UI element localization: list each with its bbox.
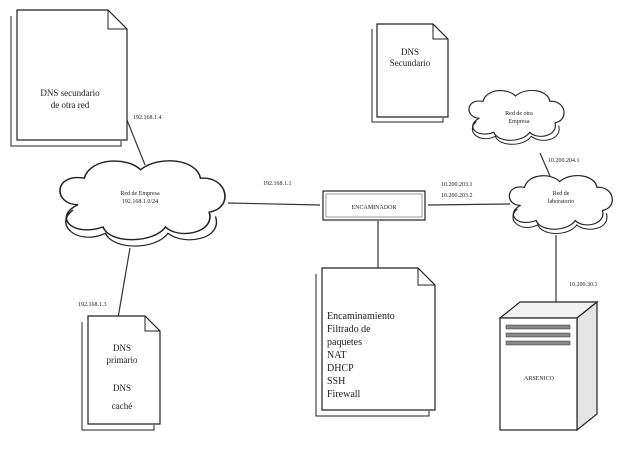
router-label: ENCAMINADOR: [352, 205, 397, 211]
ip-label-router-lab-2: 10.200.203.2: [441, 193, 473, 199]
service-firewall: Firewall: [327, 389, 361, 400]
router-services-document: Encaminamiento Filtrado de paquetes NAT …: [315, 267, 436, 417]
dns-secondary-other-line-2: de otra red: [51, 100, 90, 110]
cloud-other-company-line-1: Red de otra: [505, 111, 533, 117]
link-dns-secondary-company: [126, 119, 146, 166]
ip-label-router-company: 192.168.1.1: [263, 181, 292, 187]
ip-label-dns-primary: 192.168.1.3: [78, 302, 107, 308]
service-dhcp: DHCP: [327, 363, 354, 374]
dns-primary-document: DNS primario DNS caché: [81, 315, 161, 431]
cloud-lab-line-2: laboratorio: [548, 199, 574, 205]
ip-label-router-lab-1: 10.200.203.1: [441, 182, 473, 188]
dns-secondary-other-line-1: DNS secundario: [40, 88, 100, 98]
dns-primary-line-1: DNS: [113, 343, 131, 353]
cloud-company-line-1: Red de Empresa: [120, 191, 160, 197]
cloud-company: [59, 160, 226, 247]
server-tower-icon: ARSENICO: [498, 300, 599, 432]
link-company-dns-primary: [117, 247, 131, 319]
cloud-other-company-line-2: Empresa: [509, 119, 530, 125]
server-label: ARSENICO: [524, 376, 555, 382]
dns-cache-line-1: DNS: [113, 383, 131, 393]
cloud-company-line-2: 192.168.1.0/24: [122, 199, 158, 205]
cloud-lab: [508, 175, 613, 234]
link-router-lab: [427, 203, 511, 206]
dns-secondary-line-2: Secundario: [390, 58, 431, 68]
service-packet-filtering-2: paquetes: [327, 337, 362, 348]
service-routing: Encaminamiento: [327, 311, 395, 322]
ip-label-lab-other: 10.200.204.1: [548, 158, 580, 164]
service-ssh: SSH: [327, 376, 345, 387]
dns-cache-line-2: caché: [112, 401, 132, 411]
ip-label-server: 10.200.30.1: [569, 282, 598, 288]
dns-secondary-other-network-document: DNS secundario de otra red: [10, 9, 128, 147]
service-nat: NAT: [327, 350, 346, 361]
connectors: [117, 119, 557, 319]
cloud-other-company: [468, 89, 565, 145]
dns-primary-line-2: primario: [107, 355, 138, 365]
cloud-lab-line-1: Red de: [553, 191, 570, 197]
dns-secondary-document: DNS Secundario: [371, 23, 449, 123]
link-company-router: [227, 202, 321, 206]
router-box: ENCAMINADOR: [322, 190, 426, 221]
service-packet-filtering-1: Filtrado de: [327, 324, 371, 335]
link-lab-other-company: [539, 152, 551, 177]
dns-secondary-line-1: DNS: [401, 47, 419, 57]
ip-label-dns-secondary: 192.168.1.4: [133, 115, 162, 121]
